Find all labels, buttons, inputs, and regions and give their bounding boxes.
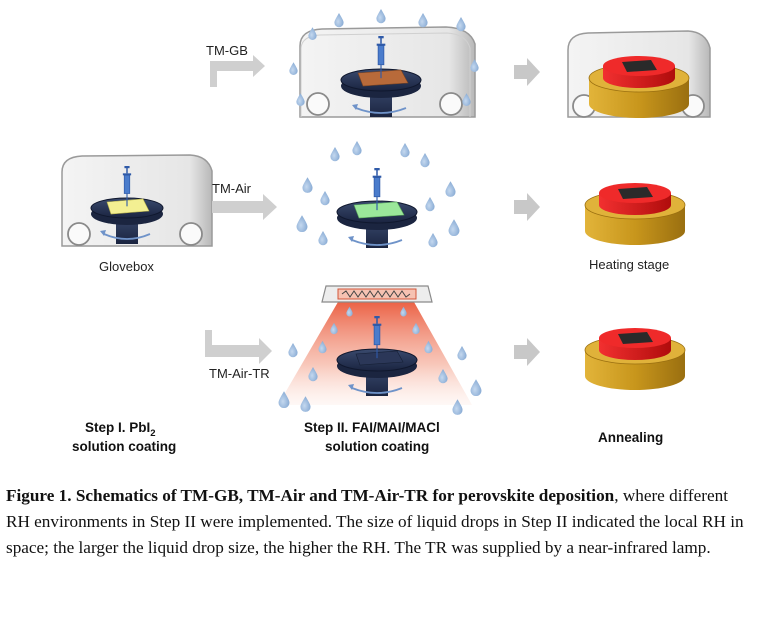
label-tm-gb: TM-GB [206, 43, 248, 58]
figure-caption: Figure 1. Schematics of TM-GB, TM-Air an… [6, 483, 751, 561]
label-tm-air: TM-Air [212, 181, 252, 196]
film-pbi2 [106, 198, 150, 215]
label-annealing: Annealing [598, 430, 663, 445]
glove-port-left [306, 92, 330, 116]
spin-coater-tm-gb [340, 36, 422, 117]
film-tm-air [353, 201, 405, 219]
label-tm-air-tr: TM-Air-TR [209, 366, 270, 381]
label-step1-line2: solution coating [72, 439, 176, 454]
heating-stage-tm-air [584, 183, 686, 245]
arrow-tm-air-tr [205, 330, 272, 364]
arrow-tm-air [212, 194, 277, 220]
label-step1-line1: Step I. PbI2 [85, 420, 156, 439]
arrow-tm-gb [210, 55, 265, 87]
glove-port-right [439, 92, 463, 116]
label-step2-line1: Step II. FAI/MAI/MACl [304, 420, 440, 435]
spin-coater-tm-air-tr [336, 316, 418, 396]
spin-coater-tm-air [336, 168, 418, 248]
heating-stage-tm-air-tr [584, 328, 686, 390]
film-tm-gb [357, 69, 409, 87]
caption-bold: Figure 1. Schematics of TM-GB, TM-Air an… [6, 486, 615, 505]
arrow-r2 [514, 193, 540, 221]
schematic-figure: TM-GB [61, 9, 711, 454]
glove-port-left [67, 222, 91, 246]
heating-stage-tm-gb [588, 56, 690, 118]
label-step2-line2: solution coating [325, 439, 429, 454]
arrow-r3 [514, 338, 540, 366]
caption-text: , where different RH environments in Ste… [6, 486, 744, 557]
spin-coater-step1 [90, 166, 164, 244]
label-heating-stage: Heating stage [589, 257, 669, 272]
label-glovebox: Glovebox [99, 259, 154, 274]
arrow-r1 [514, 58, 540, 86]
glove-port-right [179, 222, 203, 246]
